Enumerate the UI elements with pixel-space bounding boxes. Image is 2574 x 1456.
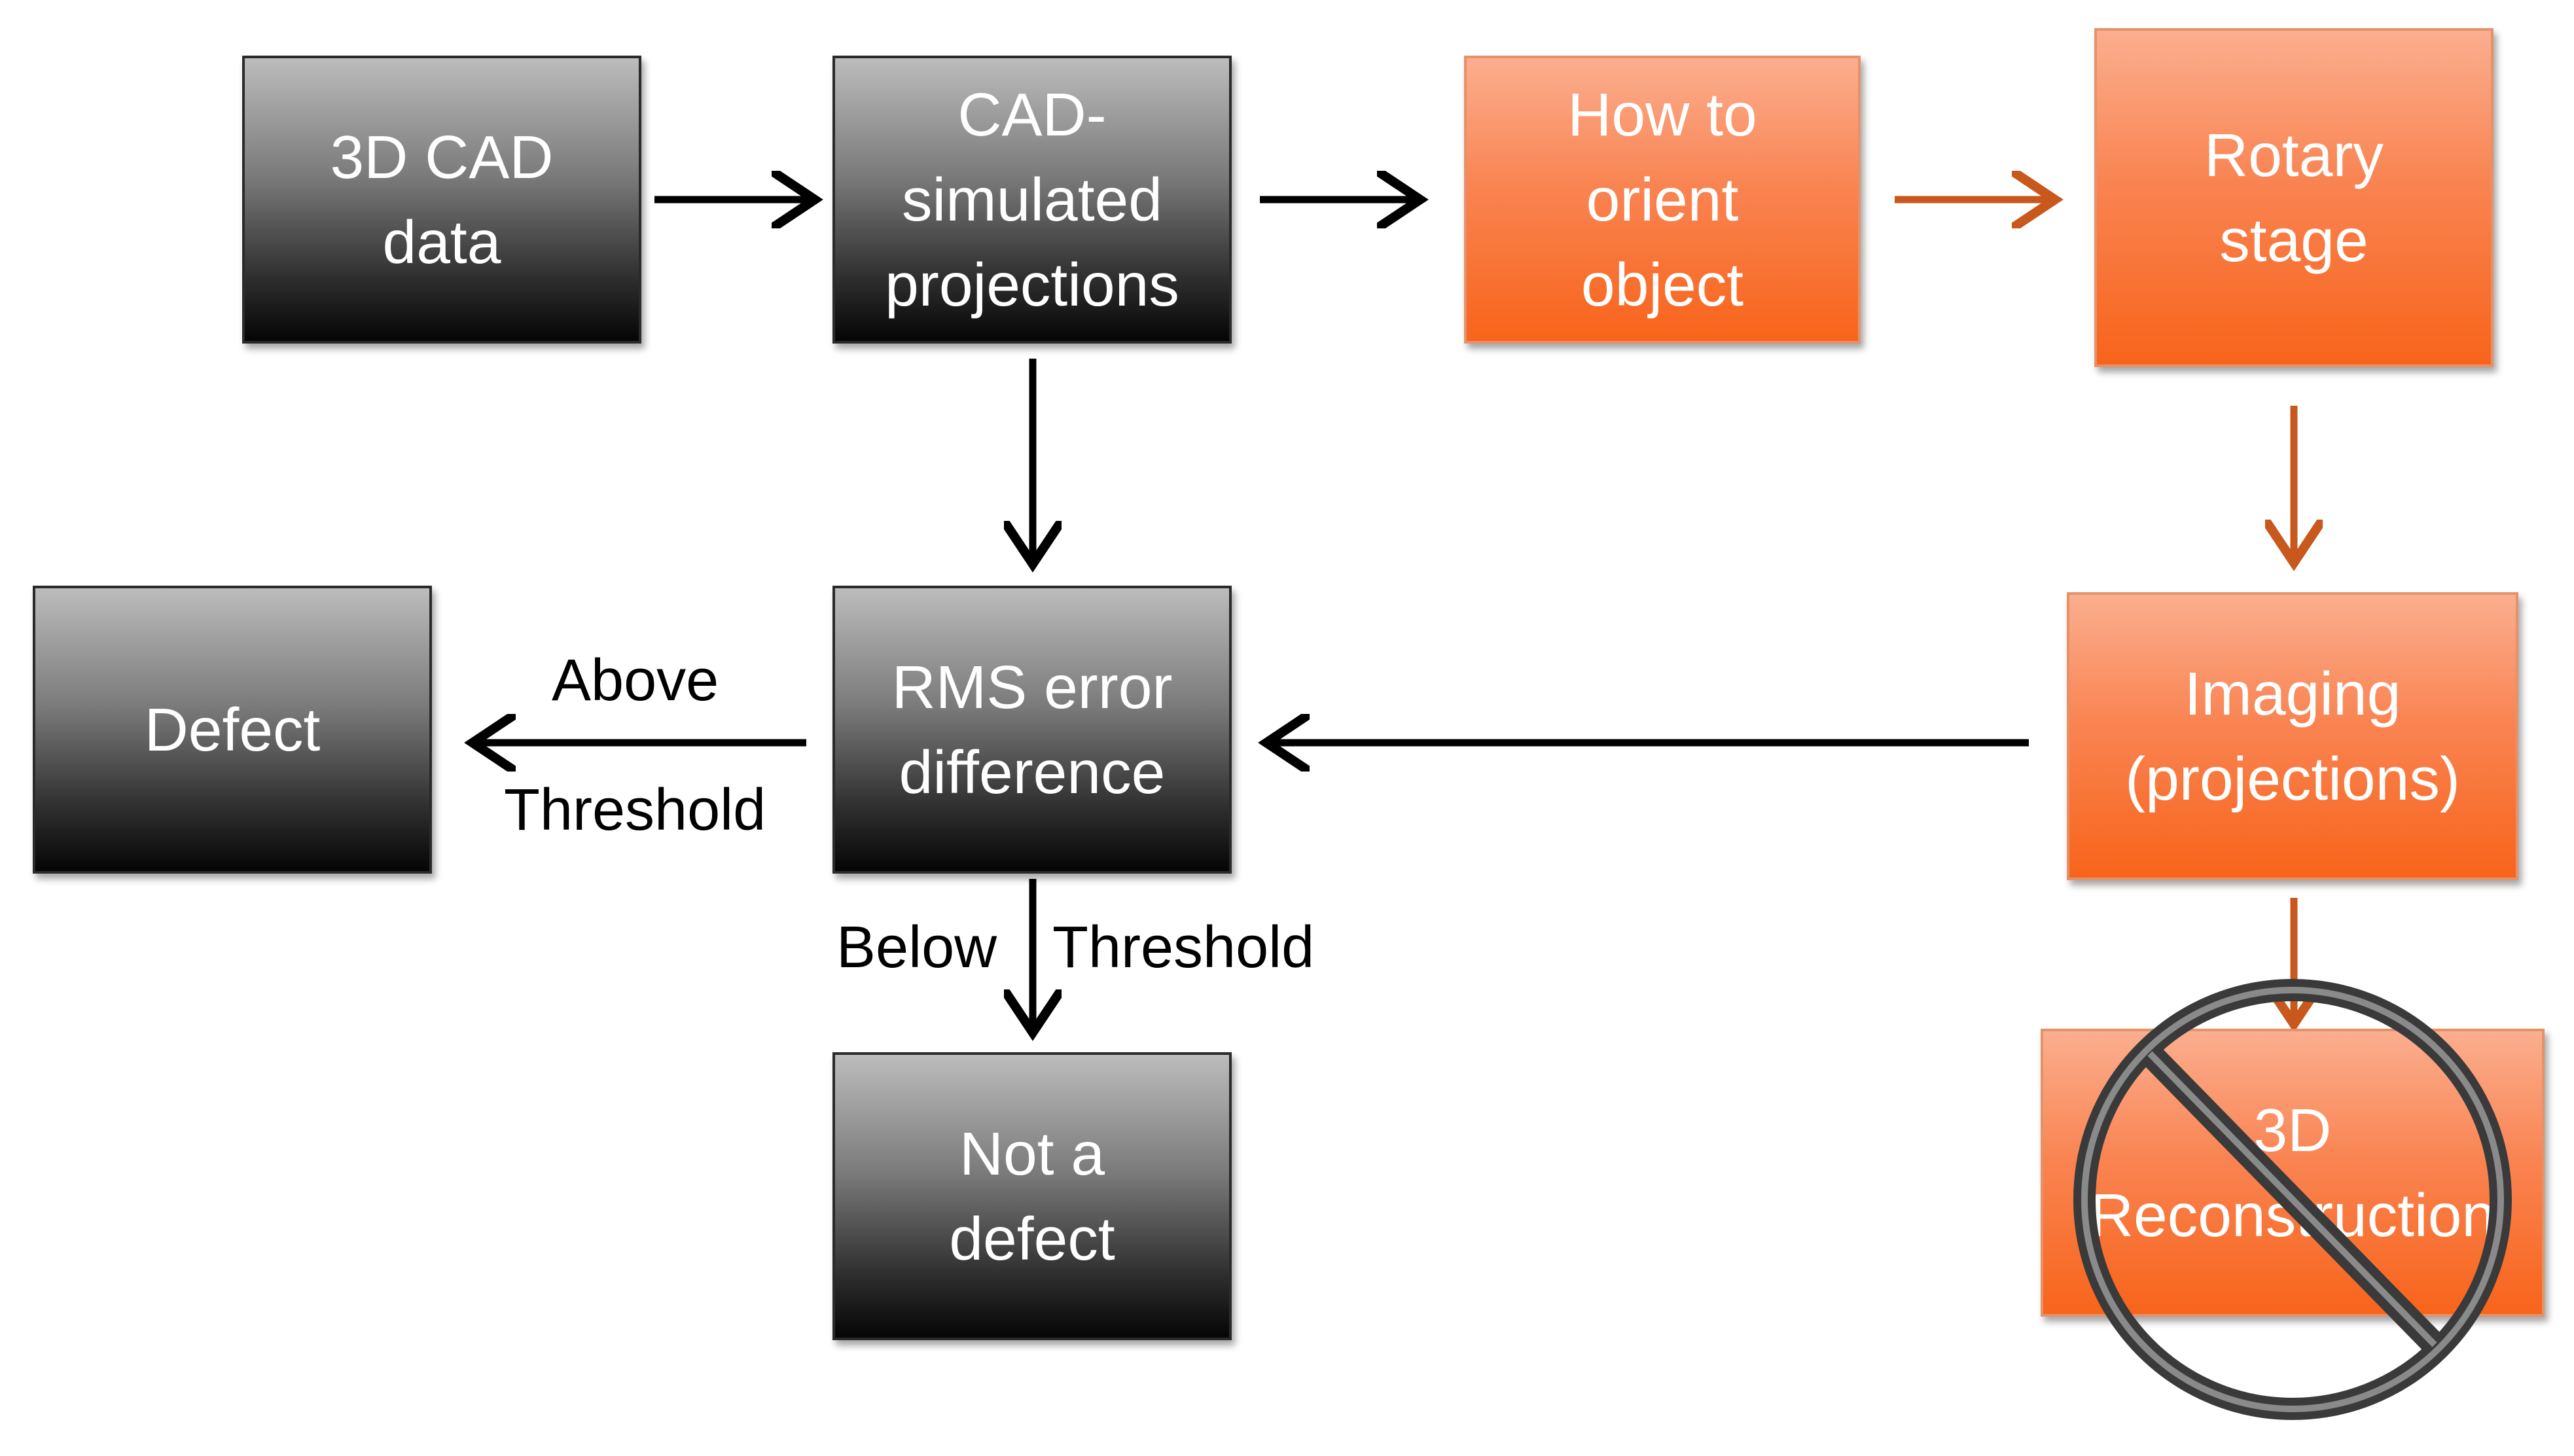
node-rms-error-difference: RMS error difference [832, 586, 1232, 874]
label-threshold-above: Threshold [504, 777, 766, 843]
label-above: Above [552, 648, 719, 713]
node-not-a-defect: Not a defect [832, 1052, 1232, 1340]
label-threshold-below: Threshold [1052, 915, 1315, 980]
node-cad-simulated-projections: CAD- simulated projections [832, 56, 1232, 344]
label-below: Below [836, 915, 997, 980]
node-how-to-orient-object: How to orient object [1464, 56, 1861, 344]
node-3d-cad-data: 3D CAD data [242, 56, 641, 344]
node-imaging-projections: Imaging (projections) [2067, 592, 2518, 880]
node-rotary-stage: Rotary stage [2094, 28, 2494, 367]
node-defect: Defect [33, 586, 432, 874]
